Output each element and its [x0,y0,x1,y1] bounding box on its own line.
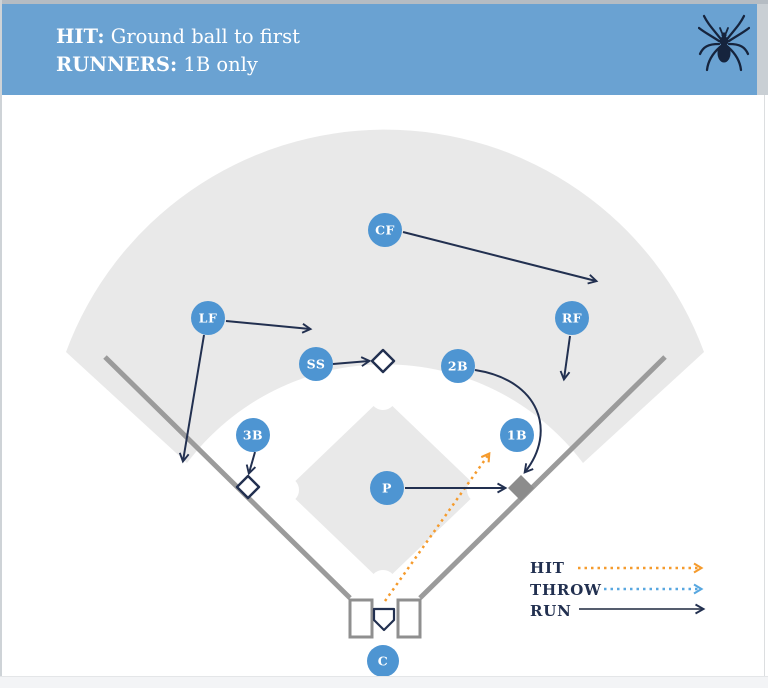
player-3b: 3B [236,418,270,452]
player-1b-label: 1B [507,428,527,443]
hit-line: HIT: Ground ball to first [56,23,757,51]
player-lf: LF [191,301,225,335]
hit-value: Ground ball to first [110,25,300,48]
foul-line-right [418,355,667,600]
home-plate [372,607,396,632]
spider-logo-icon [698,14,750,72]
run-arrow-cf [402,231,599,285]
field-diagram: CF LF RF SS 2B 3B 1B P [66,129,706,677]
outfield-grass [66,129,704,463]
player-c: C [367,645,399,677]
player-ss: SS [299,347,333,381]
player-cf: CF [368,213,402,247]
window-top-edge [0,0,768,4]
player-2b-label: 2B [448,359,468,374]
player-rf-label: RF [562,311,582,326]
hit-label: HIT: [56,25,105,48]
runners-label: RUNNERS: [56,53,178,76]
window-right-line [764,95,765,676]
hit-trajectory-arrow [383,454,489,602]
third-base [235,474,261,500]
runners-line: RUNNERS: 1B only [56,51,757,79]
player-1b: 1B [500,418,534,452]
window-right-edge [757,4,768,95]
run-arrow-3b [245,451,257,476]
player-c-label: C [378,654,388,669]
header-text: HIT: Ground ball to first RUNNERS: 1B on… [2,4,757,79]
runners-value: 1B only [183,53,258,76]
player-p: P [370,471,404,505]
player-rf: RF [555,301,589,335]
run-arrow-rf [559,335,571,382]
legend-throw-label: THROW [530,581,602,599]
legend-hit-label: HIT [530,559,565,577]
header-banner: HIT: Ground ball to first RUNNERS: 1B on… [2,4,757,95]
second-base [370,348,396,374]
window-bottom-edge [0,676,768,688]
batters-box-left [348,598,374,639]
run-arrow-lf-backup [225,320,313,334]
player-cf-label: CF [375,223,395,238]
first-base-bag [508,475,534,501]
batters-box-right [396,598,422,639]
player-lf-label: LF [199,311,218,326]
player-3b-label: 3B [243,428,263,443]
player-p-label: P [382,481,392,496]
window-left-edge [0,0,2,688]
run-arrow-lf-foulline [178,334,205,464]
legend: HIT THROW RUN [530,559,706,620]
player-ss-label: SS [307,357,326,372]
legend-run-label: RUN [530,602,572,620]
foul-line-left [103,355,352,600]
run-arrow-2b [474,369,542,474]
run-arrow-ss [332,356,372,367]
player-2b: 2B [441,349,475,383]
